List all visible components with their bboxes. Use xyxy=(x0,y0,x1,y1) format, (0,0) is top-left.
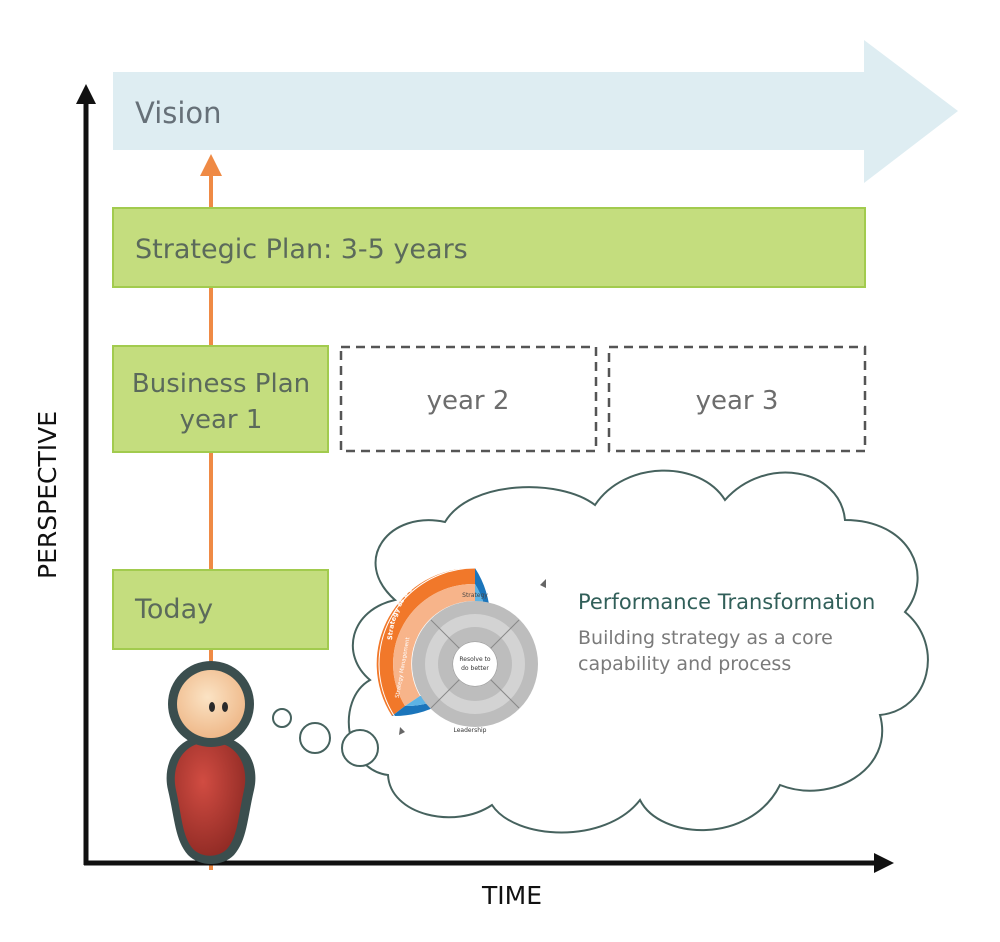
year-2-box: year 2 xyxy=(339,345,598,453)
thought-cloud xyxy=(272,469,929,834)
time-axis-label: TIME xyxy=(481,881,542,910)
today-label: Today xyxy=(134,594,213,625)
business-plan-box: Business Plan year 1 xyxy=(112,345,329,453)
wheel-inner-top: Strategy xyxy=(462,592,488,599)
perspective-axis xyxy=(76,84,96,865)
person-icon xyxy=(166,661,256,864)
year-2-label: year 2 xyxy=(427,386,510,416)
business-plan-label-line2: year 1 xyxy=(180,405,263,435)
strategic-plan-bar: Strategic Plan: 3-5 years xyxy=(112,207,866,288)
wheel-center-line1: Resolve to xyxy=(459,656,491,663)
thought-title: Performance Transformation xyxy=(578,590,875,614)
performance-wheel: Resolve to do better Strategy Leadership… xyxy=(376,556,572,761)
thought-body-line1: Building strategy as a core xyxy=(578,627,833,649)
today-box: Today xyxy=(112,569,329,650)
wheel-center-line2: do better xyxy=(461,665,489,672)
wheel-inner-bottom: Leadership xyxy=(454,727,487,734)
business-plan-label-line1: Business Plan xyxy=(132,369,310,399)
thought-body-line2: capability and process xyxy=(578,653,791,675)
vision-arrow: Vision xyxy=(113,40,958,183)
strategic-plan-label: Strategic Plan: 3-5 years xyxy=(135,234,468,265)
perspective-axis-label: PERSPECTIVE xyxy=(33,411,62,579)
vision-label: Vision xyxy=(135,96,222,130)
year-3-label: year 3 xyxy=(696,386,779,416)
wheel-inner-right: Culture xyxy=(536,648,547,671)
wheel-arrow-icon-2 xyxy=(399,727,405,735)
year-3-box: year 3 xyxy=(607,345,867,453)
wheel-arrow-icon xyxy=(540,579,546,588)
